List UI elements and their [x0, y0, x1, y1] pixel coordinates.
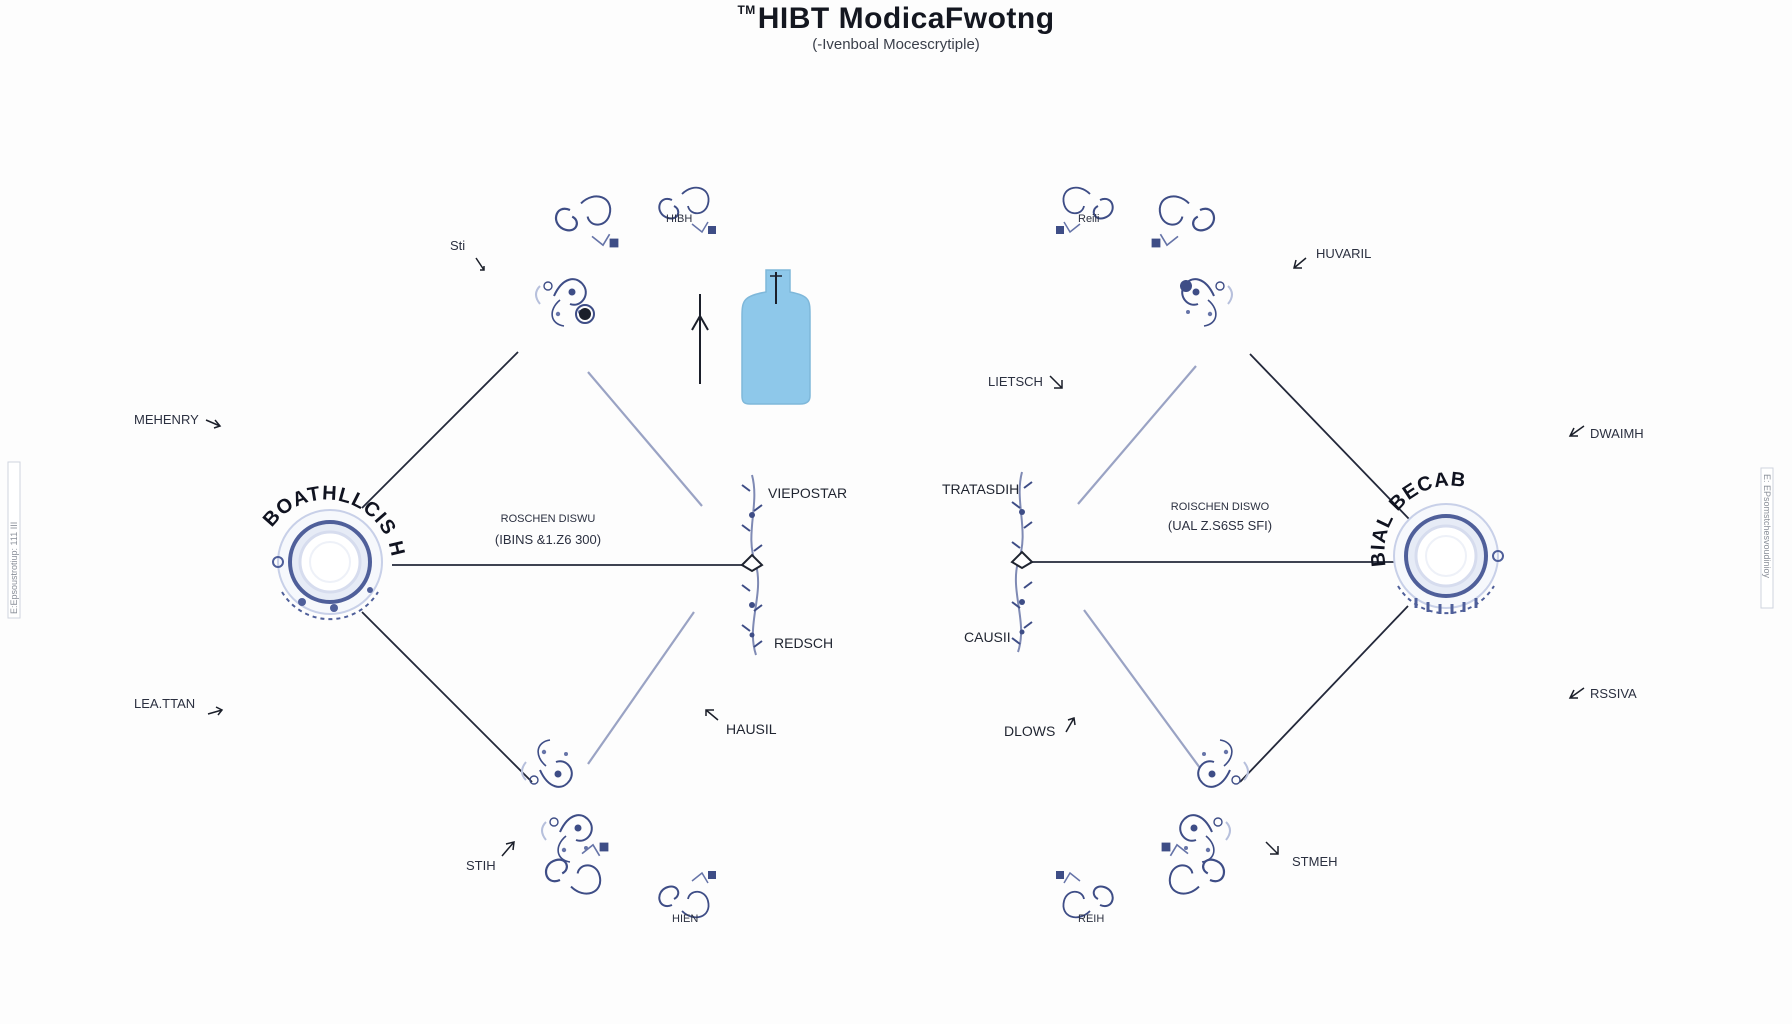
label-dwaimh-arrow — [1568, 425, 1585, 437]
left-top-ornament — [535, 186, 717, 327]
label-rssiva: RSSIVA — [1590, 686, 1637, 701]
label-dwaimh: DWAIMH — [1590, 426, 1644, 441]
title-text: HIBT ModicaFwotng — [757, 2, 1055, 35]
left-chain-connector — [741, 474, 763, 656]
svg-text:E: EPsomstchesvoudinioy: E: EPsomstchesvoudinioy — [1762, 474, 1772, 579]
left-center-line1: ROSCHEN DISWU — [501, 513, 596, 525]
label-reih: REIH — [1078, 913, 1104, 925]
svg-text:E:Epsoustrotiup: 111 III: E:Epsoustrotiup: 111 III — [9, 522, 19, 614]
label-hausil: HAUSIL — [726, 721, 777, 737]
right-center-line2: (UAL Z.S6S5 SFI) — [1168, 518, 1272, 533]
label-stmeh: STMEH — [1292, 854, 1338, 869]
side-tab-right: E: EPsomstchesvoudinioy — [1760, 467, 1774, 609]
label-mehenry: MEHENRY — [134, 412, 199, 427]
label-stih-arrow — [501, 841, 515, 857]
left-hub-emblem — [272, 508, 384, 622]
left-hub-title: BOATHLLCIS HI — [0, 0, 409, 559]
arrow-up-icon — [691, 294, 709, 384]
label-sti: Sti — [450, 238, 465, 253]
label-lietsch: LIETSCH — [988, 374, 1043, 389]
label-lea-ttan: LEA.TTAN — [134, 696, 195, 711]
label-dlows-arrow — [1065, 717, 1076, 733]
label-huvaril-arrow — [1293, 257, 1307, 269]
label-mehenry-arrow — [205, 419, 222, 429]
label-tratasdih: TRATASDIH — [942, 481, 1019, 497]
right-connectors — [1032, 353, 1411, 783]
right-top-ornament — [1055, 186, 1233, 327]
left-bottom-ornament — [521, 739, 717, 919]
label-redsch: REDSCH — [774, 635, 833, 651]
right-hub-emblem — [1392, 502, 1504, 616]
bottle-icon — [741, 269, 811, 405]
left-center-line2: (IBINS &1.Z6 300) — [495, 532, 601, 547]
label-stmeh-arrow — [1265, 841, 1279, 855]
right-bottom-ornament — [1055, 739, 1249, 919]
label-lea-ttan-arrow — [207, 706, 224, 716]
label-lietsch-arrow — [1049, 375, 1063, 389]
label-causi: CAUSII — [964, 629, 1011, 645]
title-prefix: TM — [737, 3, 756, 17]
left-soft-connectors — [587, 371, 703, 765]
label-hibh: HIBH — [666, 213, 692, 225]
label-hausil-arrow — [705, 709, 719, 721]
label-stih: STIH — [466, 858, 496, 873]
right-soft-connectors — [1077, 365, 1201, 769]
label-reili: Reili — [1078, 213, 1099, 225]
page-subtitle: (-Ivenboal Mocescrytiple) — [812, 36, 980, 53]
label-viepostar: VIEPOSTAR — [768, 485, 847, 501]
label-rssiva-arrow — [1568, 687, 1585, 699]
right-center-line1: ROISCHEN DISWO — [1171, 501, 1270, 513]
right-chain-connector — [1011, 471, 1033, 653]
label-hien: HIEN — [672, 913, 698, 925]
left-connectors — [361, 351, 752, 783]
label-huvaril: HUVARIL — [1316, 246, 1371, 261]
label-dlows: DLOWS — [1004, 723, 1055, 739]
page-title: TMHIBT ModicaFwotng — [0, 2, 1792, 36]
label-sti-arrow — [475, 257, 485, 271]
side-tab-left: E:Epsoustrotiup: 111 III — [7, 461, 21, 619]
